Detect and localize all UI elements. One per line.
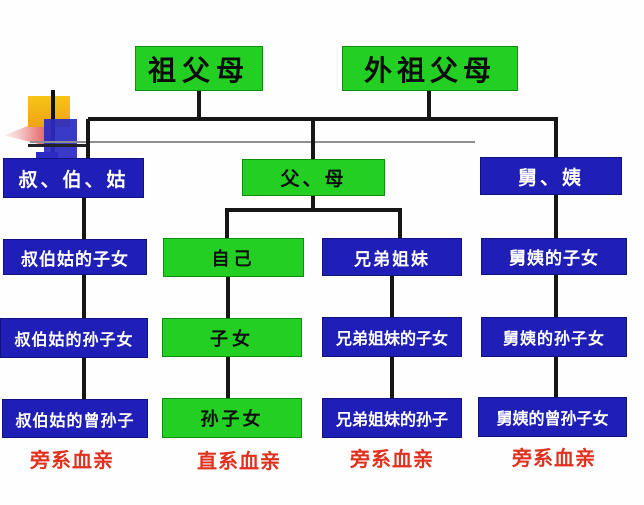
category-label-collateral-kin-1: 旁系血亲	[30, 448, 114, 472]
node-siblings: 兄弟姐妹	[322, 238, 462, 276]
node-children: 子女	[162, 318, 302, 357]
logo-blue-square-icon	[44, 119, 77, 158]
connector-line	[225, 208, 402, 212]
connector-line	[82, 198, 86, 239]
category-label-direct-kin: 直系血亲	[197, 449, 281, 473]
faint-scan-line	[30, 141, 475, 143]
category-label-collateral-kin-3: 旁系血亲	[512, 446, 596, 470]
node-grandchildren: 孙子女	[162, 398, 302, 438]
node-paternal-uncle-aunt-children: 叔伯姑的子女	[3, 239, 147, 275]
node-maternal-uncle-aunt-children: 舅姨的子女	[481, 238, 627, 275]
node-maternal-uncle-aunt: 舅、姨	[480, 157, 622, 195]
node-siblings-grandchildren: 兄弟姐妹的孙子	[322, 398, 462, 438]
node-maternal-uncle-aunt-grandchildren: 舅姨的孙子女	[481, 317, 627, 357]
connector-line	[225, 210, 229, 239]
category-label-collateral-kin-2: 旁系血亲	[350, 447, 434, 471]
connector-line	[197, 90, 201, 119]
node-maternal-uncle-aunt-great-grandchildren: 舅姨的曾孙子女	[478, 397, 627, 437]
connector-line	[398, 210, 402, 239]
connector-line	[82, 275, 86, 318]
logo-blue-foot-icon	[36, 152, 58, 160]
node-maternal-grandparents: 外祖父母	[342, 46, 518, 91]
connector-line	[390, 276, 394, 318]
logo-horizontal-bar-icon	[28, 144, 88, 147]
node-self: 自己	[163, 238, 304, 277]
connector-line	[554, 195, 558, 238]
connector-line	[554, 275, 558, 317]
connector-line	[427, 90, 431, 119]
connector-line	[554, 357, 558, 397]
connector-line	[390, 357, 394, 398]
node-paternal-uncle-aunt: 叔、伯、姑	[3, 158, 144, 198]
node-paternal-grandparents: 祖父母	[135, 46, 263, 91]
connector-line	[88, 117, 558, 121]
node-paternal-uncle-aunt-great-grandchildren: 叔伯姑的曾孙子	[2, 399, 148, 438]
connector-line	[82, 358, 86, 399]
connector-line	[226, 277, 230, 318]
connector-line	[311, 196, 315, 210]
connector-line	[554, 119, 558, 158]
node-paternal-uncle-aunt-grandchildren: 叔伯姑的孙子女	[0, 318, 148, 358]
node-father-mother: 父、母	[242, 159, 385, 196]
node-siblings-children: 兄弟姐妹的子女	[322, 317, 462, 357]
connector-line	[226, 357, 230, 399]
connector-line	[86, 119, 90, 158]
connector-line	[311, 119, 315, 160]
